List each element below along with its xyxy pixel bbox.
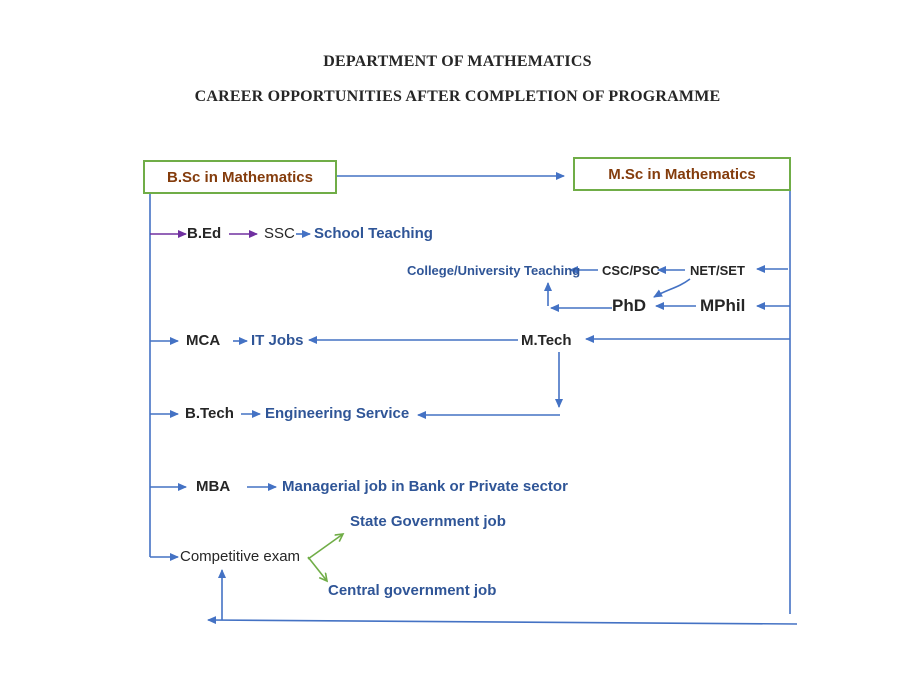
node-it-jobs: IT Jobs <box>251 332 304 349</box>
node-mba: MBA <box>196 478 231 495</box>
node-central-government-job: Central government job <box>328 582 497 599</box>
node-msc-in-mathematics: M.Sc in Mathematics <box>573 157 791 191</box>
node-mphil: MPhil <box>700 296 746 315</box>
node-bsc-label: B.Sc in Mathematics <box>167 168 313 186</box>
arrow-netset-to-phd-curved <box>653 278 691 298</box>
node-mtech: M.Tech <box>521 332 572 349</box>
node-bsc-in-mathematics: B.Sc in Mathematics <box>143 160 337 194</box>
node-engineering-service: Engineering Service <box>265 405 410 422</box>
node-school-teaching: School Teaching <box>314 225 433 242</box>
node-net-set: NET/SET <box>690 263 745 278</box>
node-managerial-job: Managerial job in Bank or Private sector <box>282 478 568 495</box>
page-subtitle: CAREER OPPORTUNITIES AFTER COMPLETION OF… <box>194 88 721 105</box>
node-csc-psc: CSC/PSC <box>602 263 660 278</box>
arrow-competitive-to-central-govt <box>307 556 327 581</box>
node-mca: MCA <box>186 332 221 349</box>
node-msc-label: M.Sc in Mathematics <box>608 165 756 183</box>
node-college-university-teaching: College/University Teaching <box>407 263 581 278</box>
node-btech: B.Tech <box>185 405 234 422</box>
node-phd: PhD <box>612 296 646 315</box>
node-ssc: SSC <box>264 225 295 242</box>
arrow-bottom-return <box>207 616 798 625</box>
page-title: DEPARTMENT OF MATHEMATICS <box>323 53 592 70</box>
node-state-government-job: State Government job <box>350 513 506 530</box>
node-competitive-exam: Competitive exam <box>180 548 301 565</box>
node-bed: B.Ed <box>187 225 222 242</box>
arrow-competitive-to-state-govt <box>307 534 343 560</box>
